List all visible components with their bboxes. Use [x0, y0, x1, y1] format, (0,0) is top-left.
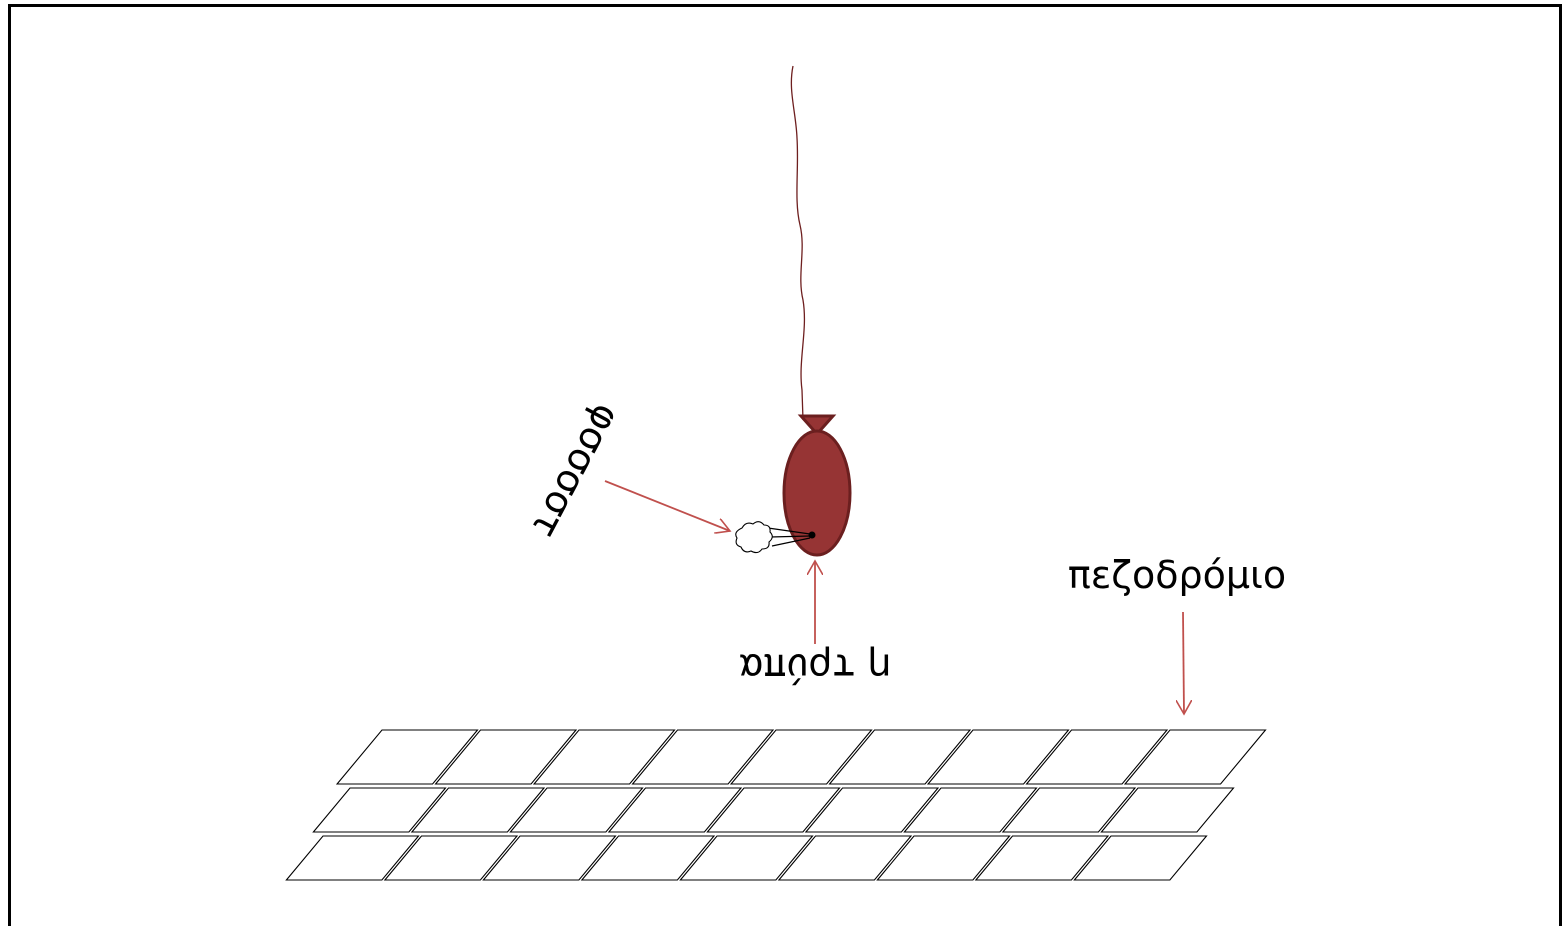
- sidewalk-tile: [706, 787, 841, 833]
- label-fssst: φσσσστ: [523, 397, 630, 545]
- arrow-to-puff: [604, 480, 730, 531]
- sidewalk-tile: [1025, 729, 1169, 785]
- balloon-body: [782, 429, 852, 557]
- label-hole: η τρύπα: [738, 646, 891, 690]
- sidewalk-tile: [482, 835, 617, 881]
- sidewalk-tile: [631, 729, 775, 785]
- sidewalk-tile: [1100, 787, 1235, 833]
- sidewalk-tile: [434, 729, 578, 785]
- sidewalk-tile: [828, 729, 972, 785]
- sidewalk-tile: [777, 835, 913, 881]
- cloud-puff-icon: [735, 521, 811, 554]
- arrow-to-sidewalk: [1183, 611, 1184, 714]
- sidewalk-tile: [335, 729, 479, 785]
- balloon-string: [790, 65, 806, 421]
- sidewalk-tile: [679, 835, 814, 881]
- sidewalk-tile: [607, 787, 743, 833]
- balloon-icon: [782, 414, 852, 557]
- label-sidewalk: πεζοδρόμιο: [1068, 553, 1286, 597]
- sidewalk-tile: [804, 787, 940, 833]
- sidewalk-tile: [383, 835, 519, 881]
- sidewalk-tile: [532, 729, 676, 785]
- sidewalk-tile: [1123, 729, 1267, 785]
- sidewalk-tile: [974, 835, 1110, 881]
- sidewalk-tile: [410, 787, 546, 833]
- sidewalk-tile: [312, 787, 447, 833]
- sidewalk-tile: [509, 787, 644, 833]
- sidewalk-tile: [285, 835, 420, 881]
- sidewalk-tiles: [285, 729, 1267, 881]
- sidewalk-tile: [876, 835, 1011, 881]
- sidewalk-tile: [903, 787, 1038, 833]
- sidewalk-tile: [926, 729, 1070, 785]
- sidewalk-tile: [729, 729, 873, 785]
- sidewalk-tile: [580, 835, 716, 881]
- hole-dot-icon: [808, 531, 816, 539]
- sidewalk-tile: [1001, 787, 1137, 833]
- balloon-knot: [797, 414, 837, 437]
- sidewalk-tile: [1073, 835, 1208, 881]
